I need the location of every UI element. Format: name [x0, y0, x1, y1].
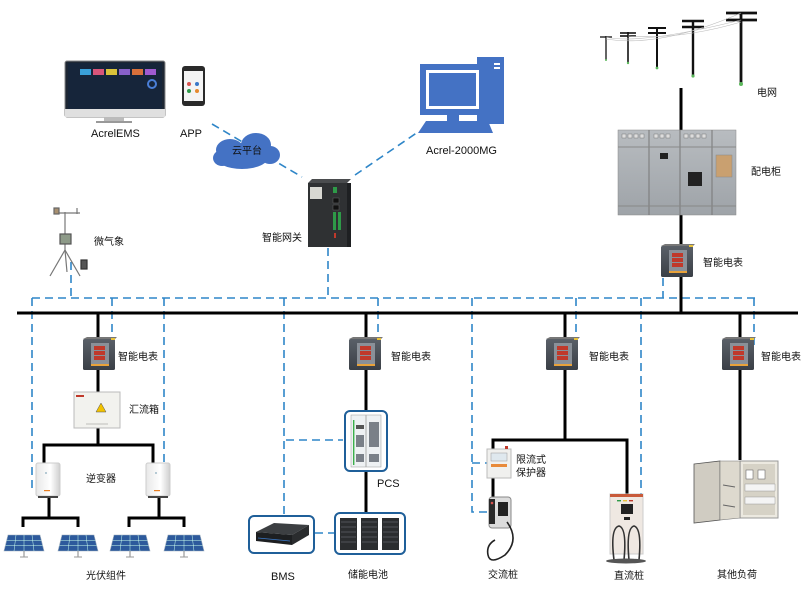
pv-panels-label: 光伏组件 [86, 571, 126, 582]
protector-label-line2: 保护器 [516, 468, 546, 479]
monitor-dashboard-icon [64, 60, 166, 123]
smart-meter-icon [661, 244, 695, 277]
bms-device-icon [248, 515, 315, 554]
combiner-box-label: 汇流箱 [129, 405, 159, 416]
acrel-2000mg-label: Acrel-2000MG [426, 145, 497, 157]
battery-label: 储能电池 [348, 570, 388, 581]
comm-line-gateway-2000mg [354, 131, 419, 176]
pv-array-left [21, 516, 80, 527]
pv-array-right [127, 516, 186, 527]
load-meter-label: 智能电表 [761, 352, 801, 363]
smartphone-icon [182, 66, 205, 106]
gateway-label: 智能网关 [262, 233, 302, 244]
inverter-label: 逆变器 [86, 474, 116, 485]
acrelems-label: AcrelEMS [91, 128, 140, 140]
weather-station-icon [49, 207, 88, 277]
solar-panel-icon [3, 534, 45, 558]
ac-charger-icon [486, 496, 514, 561]
smart-meter-icon [83, 337, 117, 370]
charging-split [491, 438, 629, 495]
comm-lines [31, 123, 760, 534]
cloud-platform-label: 云平台 [232, 146, 262, 157]
grid-label: 电网 [757, 88, 777, 99]
other-load-label: 其他负荷 [717, 570, 757, 581]
charging-meter-label: 智能电表 [589, 352, 629, 363]
combiner-box-icon [73, 391, 121, 429]
desktop-computer-icon [418, 57, 504, 133]
comm-line-charging [471, 298, 490, 513]
solar-panel-icon [57, 534, 99, 558]
smart-meter-icon [546, 337, 580, 370]
cloud-icon [213, 133, 280, 169]
smart-meter-icon [349, 337, 383, 370]
gateway-device-icon [308, 179, 351, 247]
switchgear-cabinet-icon [617, 129, 737, 216]
weather-station-label: 微气象 [94, 237, 124, 248]
bms-label: BMS [271, 571, 295, 583]
power-pole-icon [600, 11, 757, 86]
inverter-icon [145, 462, 171, 498]
pcs-cabinet-icon [344, 410, 388, 472]
pv-inverter-split [42, 443, 155, 465]
solar-panel-icon [109, 534, 151, 558]
battery-rack-icon [334, 512, 406, 555]
power-lines [17, 88, 798, 527]
solar-panel-icon [163, 534, 205, 558]
protector-label-line1: 限流式 [516, 455, 546, 466]
pcs-label: PCS [377, 478, 400, 490]
smart-meter-icon [722, 337, 756, 370]
storage-meter-label: 智能电表 [391, 352, 431, 363]
dc-charger-label: 直流桩 [614, 571, 644, 582]
app-label: APP [180, 128, 203, 140]
dc-charger-icon [606, 493, 646, 564]
inverter-icon [35, 462, 61, 498]
pv-meter-label: 智能电表 [118, 352, 158, 363]
distribution-box-icon [693, 460, 779, 524]
ac-charger-label: 交流桩 [488, 570, 518, 581]
grid-meter-label: 智能电表 [703, 258, 743, 269]
current-limiting-protector-icon [486, 446, 512, 479]
switchgear-label: 配电柜 [751, 167, 781, 178]
